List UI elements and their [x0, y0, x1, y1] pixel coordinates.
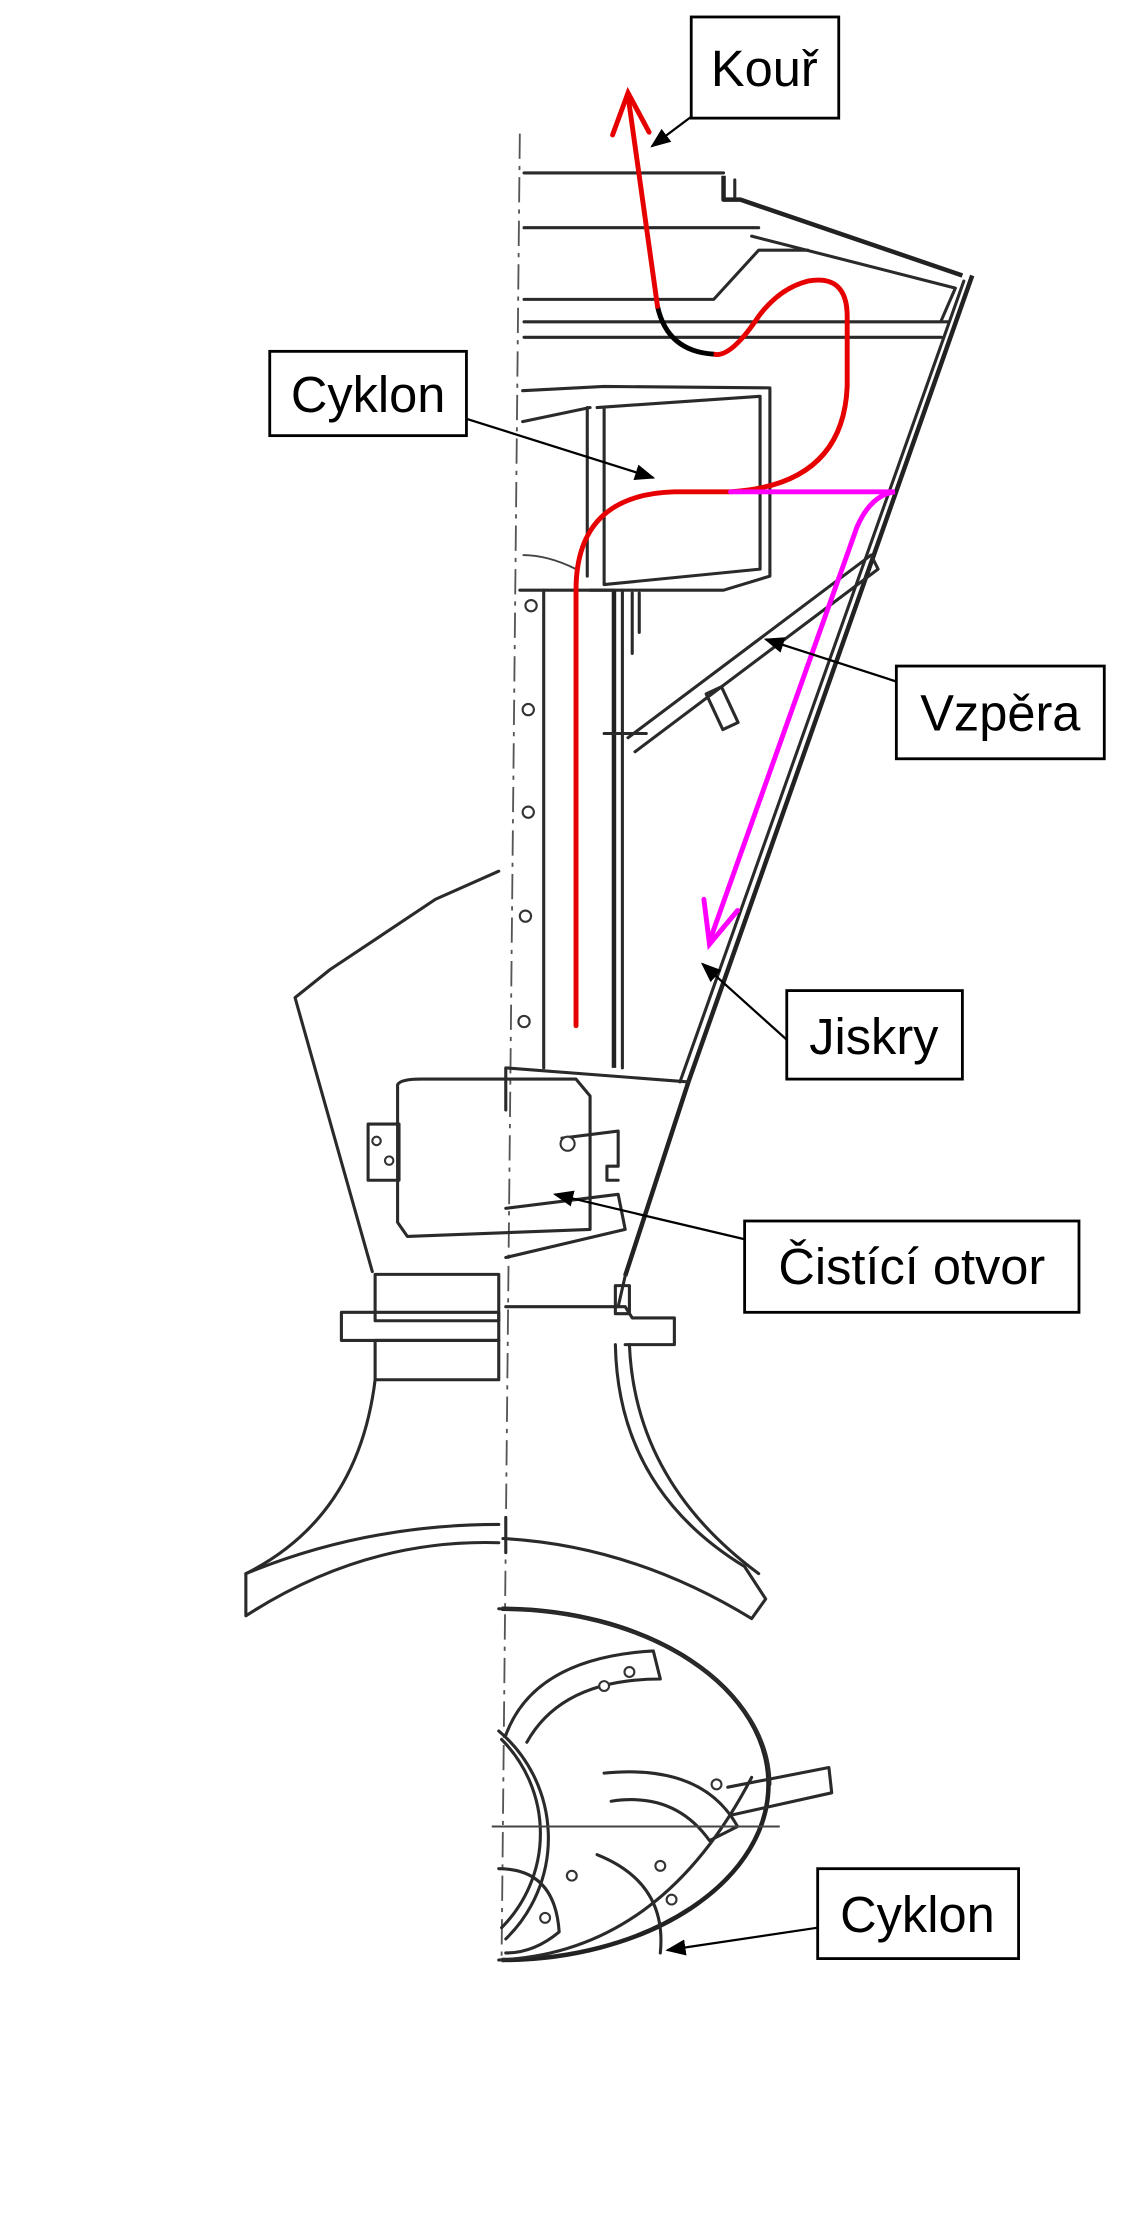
cyclone-plan-view	[491, 1606, 834, 1963]
sparks-leader-arrow	[700, 962, 788, 1041]
smoke-flow-path	[573, 86, 850, 1029]
flange	[339, 1272, 676, 1382]
chimney-cap	[522, 171, 964, 339]
strut	[602, 553, 880, 754]
label-cyclone-bottom: Cyklon	[816, 1867, 1020, 1960]
cyclone-top-leader-arrow	[466, 417, 656, 481]
cyclone-box	[521, 384, 772, 592]
label-strut-text: Vzpěra	[920, 685, 1081, 742]
label-smoke: Kouř	[689, 15, 841, 120]
label-cleaning-opening-text: Čistící otvor	[778, 1238, 1045, 1295]
label-sparks: Jiskry	[785, 989, 964, 1081]
bell-base	[244, 1343, 768, 1621]
cleaning-opening-leader-arrow	[552, 1190, 745, 1241]
label-cleaning-opening: Čistící otvor	[743, 1219, 1081, 1314]
label-cyclone-top-text: Cyklon	[291, 366, 446, 423]
lower-chamber	[293, 869, 690, 1309]
center-axis-line	[500, 133, 521, 1961]
label-cyclone-top: Cyklon	[268, 349, 468, 438]
spark-flow-path	[701, 489, 896, 951]
label-smoke-text: Kouř	[711, 40, 819, 97]
label-cyclone-bottom-text: Cyklon	[840, 1886, 995, 1943]
central-pipe	[517, 588, 641, 1070]
cyclone-bottom-leader-arrow	[665, 1926, 818, 1956]
label-sparks-text: Jiskry	[809, 1008, 939, 1065]
smoke-leader-arrow	[650, 115, 692, 148]
outer-shell	[623, 274, 975, 1277]
strut-leader-arrow	[763, 637, 897, 683]
label-strut: Vzpěra	[894, 664, 1106, 761]
